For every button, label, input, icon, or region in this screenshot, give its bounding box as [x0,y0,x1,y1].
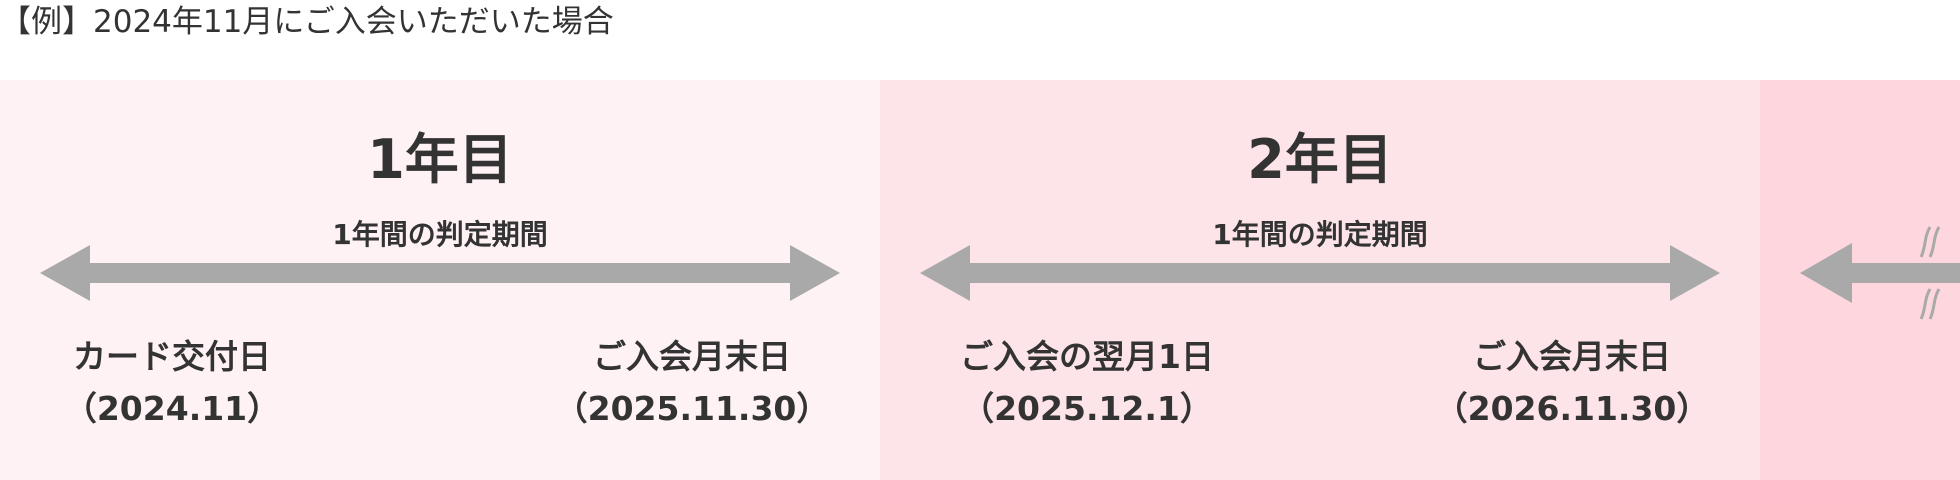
example-caption: 【例】2024年11月にご入会いただいた場合 [0,4,614,40]
year-2-panel: 2年目 1年間の判定期間 ご入会の翌月1日 （2025.12.1） ご入会月末日… [880,80,1760,480]
start-label: カード交付日 [73,337,271,376]
end-label: ご入会月末日 [1472,337,1671,376]
end-date: （2026.11.30） [1434,389,1710,428]
year-1-panel: 1年目 1年間の判定期間 カード交付日 （2024.11） ご入会月末日 （20… [0,80,880,480]
continuing-arrow-icon [1800,226,1960,320]
start-date-label: ご入会の翌月1日 （2025.12.1） [960,334,1214,432]
end-label: ご入会月末日 [592,337,791,376]
end-date: （2025.11.30） [554,389,830,428]
period-label: 1年間の判定期間 [332,218,548,251]
start-label: ご入会の翌月1日 [960,337,1214,376]
start-date: （2024.11） [63,389,281,428]
year-3-panel [1760,80,1960,480]
period-label: 1年間の判定期間 [1212,218,1428,251]
start-date-label: カード交付日 （2024.11） [64,334,280,432]
year-title: 1年目 [367,128,513,191]
end-date-label: ご入会月末日 （2026.11.30） [1435,334,1710,432]
year-title: 2年目 [1247,128,1393,191]
wavy-break-icon [1919,226,1941,320]
double-arrow-icon [920,245,1720,301]
end-date-label: ご入会月末日 （2025.11.30） [555,334,830,432]
double-arrow-icon [40,245,840,301]
start-date: （2025.12.1） [961,389,1213,428]
